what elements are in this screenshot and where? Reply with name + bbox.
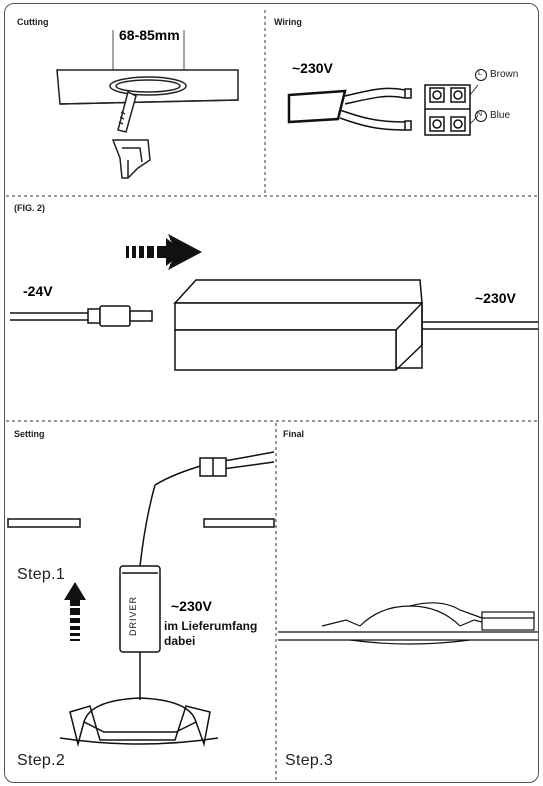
setting-title: Setting [14, 429, 45, 439]
setting-illustration [7, 451, 275, 747]
wiring-illustration [287, 69, 487, 136]
final-illustration [278, 602, 538, 645]
wiring-title: Wiring [274, 17, 302, 27]
upward-arrow [64, 582, 86, 641]
output-voltage: ~230V [475, 290, 516, 306]
driver-label: DRIVER [128, 595, 138, 636]
included-note-line1: im Lieferumfang [164, 619, 258, 633]
cutting-title: Cutting [17, 17, 49, 27]
final-title: Final [283, 429, 305, 439]
neutral-terminal-letter: N [477, 111, 483, 118]
included-note-line2: dabei [164, 634, 196, 648]
step1-label: Step.1 [17, 566, 66, 583]
blue-wire-label: Blue [490, 110, 511, 121]
fig2-title: (FIG. 2) [14, 203, 45, 213]
panel-dividers [6, 10, 538, 780]
setting-voltage: ~230V [171, 598, 212, 614]
cutting-illustration [56, 30, 239, 179]
step2-label: Step.2 [17, 752, 66, 769]
step3-label: Step.3 [285, 752, 334, 769]
driver-connection-illustration [10, 234, 538, 371]
direction-arrow [126, 234, 202, 270]
cutting-dimension: 68-85mm [119, 27, 180, 43]
brown-wire-label: Brown [490, 69, 519, 80]
diagram-frame [4, 3, 539, 783]
input-voltage: -24V [23, 283, 53, 299]
live-terminal-letter: L [478, 70, 482, 77]
wiring-voltage: ~230V [292, 60, 333, 76]
